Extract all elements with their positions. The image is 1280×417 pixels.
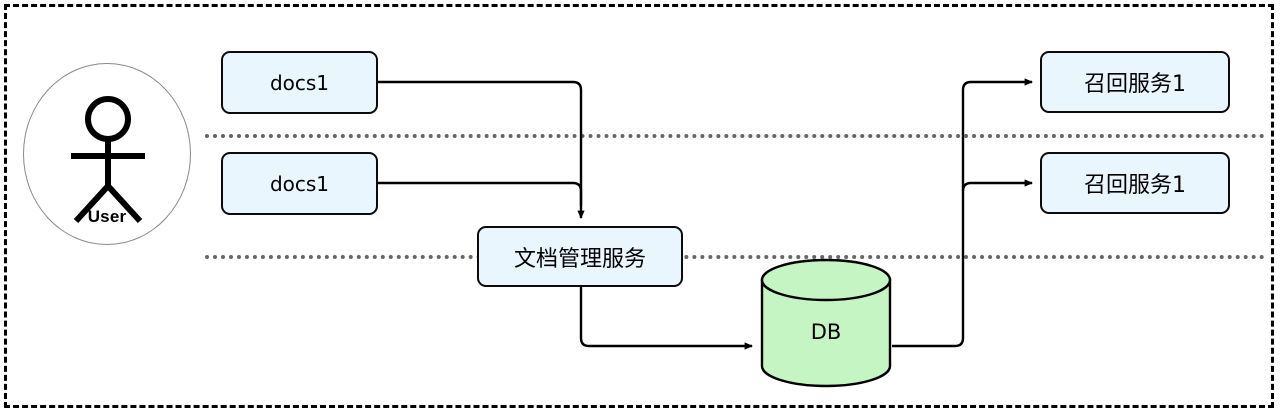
- node-docs-2-label: docs1: [269, 171, 330, 196]
- node-database-label: DB: [810, 320, 842, 344]
- node-recall-service-2-label: 召回服务1: [1084, 173, 1186, 198]
- edge-doc-management-to-database: [579, 287, 753, 350]
- edge-docs1b-to-doc-management: [378, 181, 583, 206]
- user-actor: User: [23, 63, 191, 245]
- diagram-outer-frame: [4, 4, 1274, 408]
- lane-separator-bottom: [205, 255, 1265, 259]
- user-actor-label: User: [87, 207, 127, 226]
- edge-database-trunk: [892, 78, 1033, 348]
- node-recall-service-1[interactable]: 召回服务1: [1040, 51, 1230, 113]
- node-document-management-service-label: 文档管理服务: [513, 246, 646, 272]
- cylinder-icon: [760, 258, 892, 388]
- lane-separator-top: [205, 134, 1265, 138]
- node-recall-service-2[interactable]: 召回服务1: [1040, 152, 1230, 214]
- edge-database-to-recall-service-2: [961, 179, 1033, 192]
- node-database[interactable]: DB: [760, 258, 892, 388]
- node-document-management-service[interactable]: 文档管理服务: [477, 226, 683, 287]
- stick-figure-icon: [71, 96, 145, 224]
- node-docs-1[interactable]: docs1: [221, 51, 378, 114]
- edge-docs1-to-doc-management: [378, 80, 585, 219]
- node-recall-service-1-label: 召回服务1: [1084, 72, 1186, 97]
- node-docs-2[interactable]: docs1: [221, 152, 378, 215]
- node-docs-1-label: docs1: [269, 70, 330, 95]
